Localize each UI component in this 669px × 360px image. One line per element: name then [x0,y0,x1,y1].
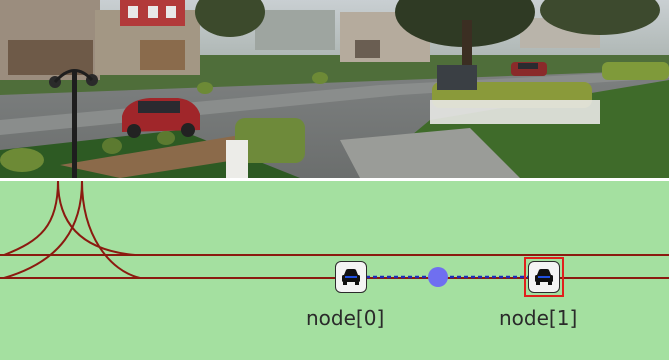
street-scene [0,0,669,178]
car-red-foreground [122,98,200,138]
junction-curves [3,181,141,279]
node-label-1: node[1] [499,306,578,330]
car-red-far [511,62,547,76]
hedge [235,118,305,163]
car-icon [342,269,360,285]
camera-view[interactable] [0,0,669,178]
vehicle-node-1[interactable] [528,261,560,293]
view-divider [0,178,669,181]
node-label-0: node[0] [306,306,385,330]
street-lamp [49,69,98,178]
car-icon [535,269,553,285]
map-view[interactable]: node[0] node[1] [0,181,669,360]
bus-stop [437,65,477,90]
vehicle-node-0[interactable] [335,261,367,293]
waypoint-dot[interactable] [428,267,448,287]
tree [540,0,660,35]
fence [430,100,600,124]
